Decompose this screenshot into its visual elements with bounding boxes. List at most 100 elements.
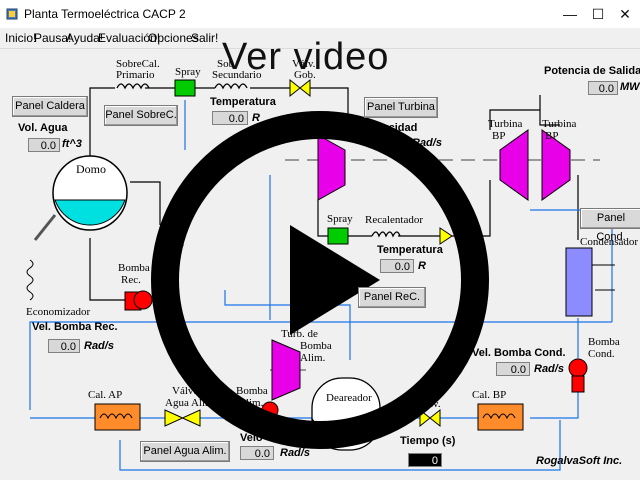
bomba-rec-label: Bomba [118,262,150,274]
valvula-recalentador [439,227,453,245]
tiempo-readout: 0 [408,453,442,467]
velocidad-label: Velocidad [366,122,418,134]
menu-inicio[interactable]: Inicio! [5,31,37,45]
bomba-cond [568,358,588,393]
video-play-overlay[interactable] [151,111,489,449]
valvula-agua-alim [164,409,201,427]
recalentador-label: Recalentador [365,214,424,226]
vel-bomba-rec-readout: 0.0 [48,339,80,353]
bomba-rec [124,290,153,311]
bomba-cond-label: Bomba [588,336,620,348]
turbina-bp-1 [499,129,529,201]
menu-evaluacion[interactable]: Evaluación! [98,31,161,45]
vel-bomba-alim-label: Velo [240,432,263,444]
panel-caldera-button[interactable]: Panel Caldera [12,96,88,117]
menu-bar: Inicio! Pausa! Ayuda! Evaluación! Opcion… [0,28,640,49]
cal-bp-label: Cal. BP [472,389,507,401]
vol-agua-label: Vol. Agua [18,122,68,134]
menu-salir[interactable]: Salir! [191,31,219,45]
cal-ap-label: Cal. AP [88,389,123,401]
panel-turbina-button[interactable]: Panel Turbina [364,97,438,118]
overlay-caption[interactable]: Ver video [222,36,390,78]
menu-opciones[interactable]: Opciones [148,31,199,45]
condensador [565,247,593,317]
spray-1-label: Spray [175,66,201,78]
vel-bomba-rec-label: Vel. Bomba Rec. [32,321,118,333]
spray-2 [327,227,349,245]
sobrecal-primario-coil [116,83,150,90]
economizador-label: Economizador [26,306,91,318]
vel-bomba-cond-label: Vel. Bomba Cond. [472,347,566,359]
menu-pausa[interactable]: Pausa! [34,31,72,45]
calentador-ap [94,403,141,431]
valvula-gob-label-2: Gob. [294,69,316,81]
vel-bomba-alim-unit: Rad/s [280,447,310,459]
paso-label-2: ray [170,241,185,253]
turbina-bp-1-label: Turbina [488,118,523,130]
turb-bomba-label: Turb. de [281,328,318,340]
domo-label: Domo [76,162,106,176]
turbina-bp-2-label-2: BP [545,130,559,142]
valvula-agua-label-2: Agua Alim. [165,397,217,409]
panel-agua-alim-button[interactable]: Panel Agua Alim. [140,441,230,462]
app-icon [6,8,18,20]
sobrecal-secundario-label-2: Secundario [212,69,262,81]
temperatura-2-readout: 0.0 [380,259,414,273]
temperatura-1-readout: 0.0 [212,111,248,125]
turb-bomba-label-2: Bomba [300,340,332,352]
temperatura-1-label: Temperatura [210,96,276,108]
bomba-rec-label-2: Rec. [121,274,141,286]
valvula-deareador-label: lv. [430,398,441,410]
potencia-unit: MW [620,81,640,93]
domo-drum [52,155,128,231]
panel-rec-button[interactable]: Panel ReC. [358,287,426,308]
maximize-button[interactable]: ☐ [591,6,605,22]
vol-agua-readout: 0.0 [28,138,60,152]
paso-label: de [168,226,179,238]
turbina-bomba-alim [271,339,301,401]
turb-bomba-label-3: Alim. [300,352,326,364]
condensador-label: Condensador [580,236,639,248]
turbina-ap-label: Turb [305,114,326,126]
downcomer-pipe [33,214,57,241]
calentador-bp [477,403,524,431]
temperatura-1-unit: R [252,112,260,124]
sobrecal-primario-label-2: Primario [116,69,155,81]
vel-bomba-cond-unit: Rad/s [534,363,564,375]
vel-bomba-cond-readout: 0.0 [496,362,530,376]
spray-1 [174,79,196,97]
sobrecal-primario-label: SobreCal. [116,58,160,70]
bomba-alim-label: Bomba [236,385,268,397]
vel-bomba-rec-unit: Rad/s [84,340,114,352]
minimize-button[interactable]: — [563,6,577,22]
brand-label: RogalvaSoft Inc. [536,455,623,467]
valvula-gob [289,78,311,98]
turbina-bp-2-label: Turbina [542,118,577,130]
valvula-agua-label: Válvula [172,385,207,397]
velocidad-unit: Rad/s [412,137,442,149]
sobrecal-secundario-label: Sob [217,58,235,70]
economizer-coil [26,259,34,301]
temperatura-2-unit: R [418,260,426,272]
valvula-gob-label: Válv. [292,58,316,70]
temperatura-2-label: Temperatura [377,244,443,256]
window-title: Planta Termoeléctrica CACP 2 [24,7,186,21]
menu-ayuda[interactable]: Ayuda! [66,31,104,45]
close-button[interactable]: ✕ [619,6,631,22]
recalentador-coil [371,231,401,238]
valvula-deareador [419,408,441,428]
turbina-ap [317,134,346,201]
panel-cond-button[interactable]: Panel Cond. [580,208,640,243]
bomba-cond-label-2: Cond. [588,348,615,360]
potencia-label: Potencia de Salida [544,65,640,77]
turbina-bp-1-label-2: BP [492,130,506,142]
panel-sobrecal-button[interactable]: Panel SobreC. [104,105,178,126]
spray-2-label: Spray [327,213,353,225]
bomba-alim-label-2: Alim. [238,397,264,409]
turbina-bp-2 [541,129,571,201]
vol-agua-unit: ft^3 [62,138,82,150]
vel-bomba-alim-readout: 0.0 [240,446,274,460]
tiempo-label: Tiempo (s) [400,435,456,447]
potencia-readout: 0.0 [588,81,618,95]
